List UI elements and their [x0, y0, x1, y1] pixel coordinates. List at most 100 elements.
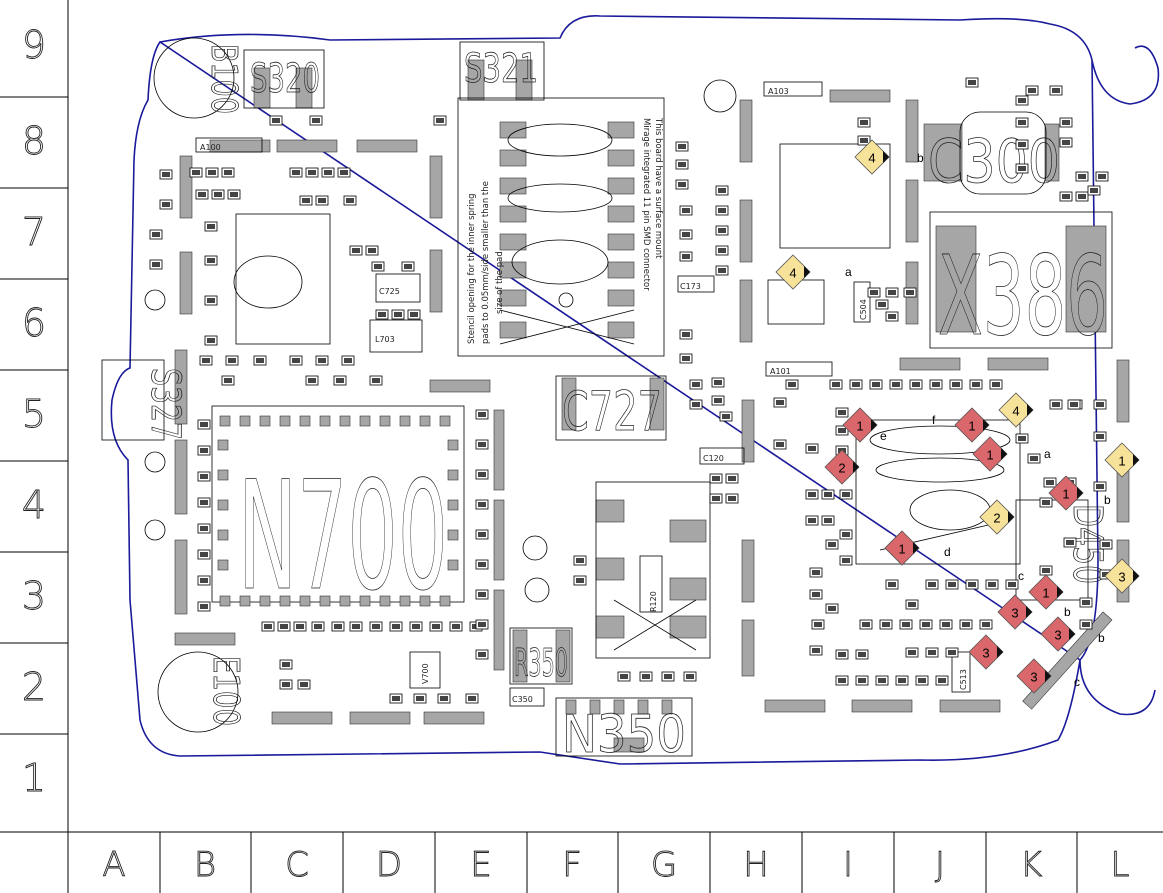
smd-part-marking	[968, 582, 976, 587]
smd-part-marking	[152, 232, 160, 237]
smd-part-marking	[336, 378, 344, 383]
yellow-marker-label: 4	[1012, 404, 1019, 419]
smd-part-marking	[282, 682, 290, 687]
smd-part-marking	[280, 624, 288, 629]
smd-part-marking	[292, 170, 300, 175]
smd-part-marking	[208, 170, 216, 175]
smd-part-marking	[200, 448, 208, 453]
smd-part-marking	[410, 312, 418, 317]
component-a101: A101	[765, 361, 833, 377]
smd-part-marking	[888, 314, 896, 319]
s320-label: S320	[250, 56, 320, 102]
smd-part-marking	[308, 170, 316, 175]
smd-part-marking	[620, 674, 628, 679]
smd-part-marking	[404, 264, 412, 269]
smd-part-marking	[346, 198, 354, 203]
smd-part-marking	[272, 118, 280, 123]
component-s327: S327	[101, 359, 188, 441]
smd-part-marking	[1042, 568, 1050, 573]
smd-part-marking	[340, 170, 348, 175]
column-label: L	[1111, 845, 1130, 885]
smd-part-marking	[478, 532, 486, 537]
pad-strips	[174, 89, 1130, 725]
red-marker-label: 1	[1042, 586, 1049, 601]
letter: e	[880, 429, 887, 443]
smd-part-marking	[200, 578, 208, 583]
smd-part-marking	[858, 652, 866, 657]
smd-part-marking	[888, 290, 896, 295]
smd-part-marking	[718, 208, 726, 213]
smd-part-marking	[200, 526, 208, 531]
smd-part-marking	[692, 382, 700, 387]
smd-part-marking	[718, 248, 726, 253]
letter: b	[1098, 631, 1105, 645]
smd-part-marking	[812, 592, 820, 597]
yellow-marker-label: 2	[993, 511, 1000, 526]
yellow-marker-label: 4	[789, 266, 796, 281]
smd-part-marking	[1062, 194, 1070, 199]
smd-part-marking	[928, 650, 936, 655]
round-parts	[144, 79, 891, 603]
smd-part-marking	[1052, 402, 1060, 407]
smd-part-marking	[788, 382, 796, 387]
smd-part-marking	[392, 696, 400, 701]
letter: d	[944, 545, 951, 559]
component-d450: D450	[1015, 499, 1110, 601]
smd-part-marking	[1030, 456, 1038, 461]
smd-part-marking	[436, 118, 444, 123]
smd-part-marking	[334, 624, 342, 629]
smd-part-marking	[256, 358, 264, 363]
smd-part-marking	[162, 172, 170, 177]
column-label: K	[1020, 845, 1042, 885]
smd-part-marking	[1102, 542, 1110, 547]
red-marker-label: 3	[1054, 628, 1061, 643]
yellow-marker-label: 3	[1118, 570, 1125, 585]
smd-part-marking	[300, 682, 308, 687]
smd-part-marking	[214, 192, 222, 197]
x386-label: X386	[938, 232, 1108, 360]
smd-part-marking	[824, 518, 832, 523]
smd-part-marking	[968, 80, 976, 85]
smd-part-marking	[858, 678, 866, 683]
s321-label: S321	[464, 46, 538, 92]
smd-part-marking	[860, 138, 868, 143]
smd-part-marking	[207, 224, 215, 229]
smd-part-marking	[440, 696, 448, 701]
smd-part-marking	[202, 358, 210, 363]
smd-part-marking	[200, 604, 208, 609]
c120-label: C120	[703, 454, 724, 463]
smd-part-marking	[200, 474, 208, 479]
smd-part-marking	[832, 382, 840, 387]
red-marker: 1	[884, 530, 920, 566]
smd-part-marking	[152, 262, 160, 267]
smd-part-marking	[948, 582, 956, 587]
smd-part-marking	[982, 622, 990, 627]
c513-label: C513	[959, 669, 968, 690]
smd-part-marking	[1028, 88, 1036, 93]
smd-part-marking	[372, 624, 380, 629]
smd-part-marking	[478, 412, 486, 417]
reference-letters: a b a b c d e f b c b	[845, 151, 1111, 689]
smd-part-marking	[808, 518, 816, 523]
smd-part-marking	[664, 674, 672, 679]
smd-part-marking	[692, 402, 700, 407]
letter: b	[917, 151, 924, 165]
red-marker-label: 3	[982, 646, 989, 661]
component-c173: C173	[677, 275, 715, 293]
smd-part-marking	[478, 592, 486, 597]
c727-label: C727	[562, 380, 662, 443]
red-marker-label: 3	[1030, 670, 1037, 685]
smd-part-marking	[200, 422, 208, 427]
smd-part-marking	[207, 338, 215, 343]
row-label: 7	[22, 210, 46, 254]
letter: b	[1104, 493, 1111, 507]
smd-part-marking	[207, 258, 215, 263]
row-label: 1	[22, 756, 46, 800]
component-v700: V700	[409, 651, 441, 689]
smd-part-marking	[938, 678, 946, 683]
red-marker: 1	[954, 407, 990, 443]
smd-part-marking	[988, 582, 996, 587]
component-e100: E100	[157, 651, 246, 733]
row-label: 5	[22, 392, 46, 436]
smd-part-marking	[962, 622, 970, 627]
